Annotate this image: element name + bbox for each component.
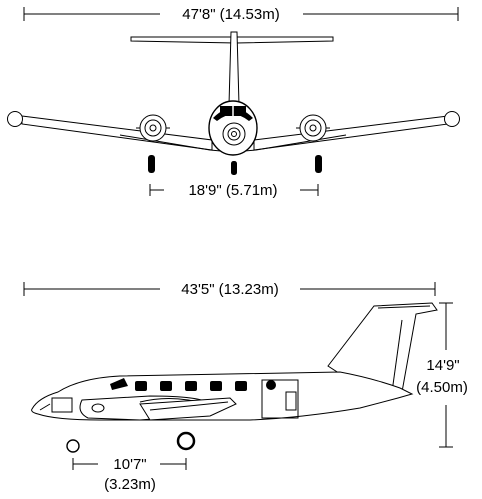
- front-nose-gear: [231, 161, 237, 175]
- front-right-wingtip-tank: [444, 111, 460, 127]
- front-fuselage: [208, 100, 258, 156]
- wheel-track-label: 18'9" (5.71m): [188, 182, 277, 199]
- wheelbase-meters-label: (3.23m): [104, 476, 156, 493]
- side-cabin-door: [261, 379, 299, 419]
- wingspan-label: 47'8" (14.53m): [182, 6, 279, 23]
- height-dimension-line: [439, 302, 453, 448]
- side-cabin-windows: [135, 381, 247, 391]
- front-left-main-gear: [148, 155, 155, 173]
- front-vertical-fin: [228, 31, 240, 106]
- front-left-engine: [136, 114, 170, 142]
- wheel-track-dimension-line: [149, 184, 319, 196]
- front-right-engine: [296, 114, 330, 142]
- front-right-wing: [253, 115, 449, 151]
- side-nose-wheel: [66, 439, 80, 453]
- height-feet-label: 14'9": [426, 357, 459, 374]
- length-dimension-line: [23, 282, 436, 296]
- wheelbase-feet-label: 10'7": [113, 456, 146, 473]
- front-left-wing: [21, 115, 213, 151]
- front-left-wingtip-tank: [7, 111, 23, 127]
- wheelbase-dimension-line: [72, 458, 187, 470]
- side-main-wheel: [176, 431, 196, 451]
- front-right-main-gear: [315, 155, 322, 173]
- height-meters-label: (4.50m): [416, 379, 468, 396]
- side-view: 43'5" (13.23m): [23, 281, 468, 493]
- length-label: 43'5" (13.23m): [181, 281, 278, 298]
- wingspan-dimension-line: [23, 7, 459, 21]
- front-view: 47'8" (14.53m): [7, 6, 460, 199]
